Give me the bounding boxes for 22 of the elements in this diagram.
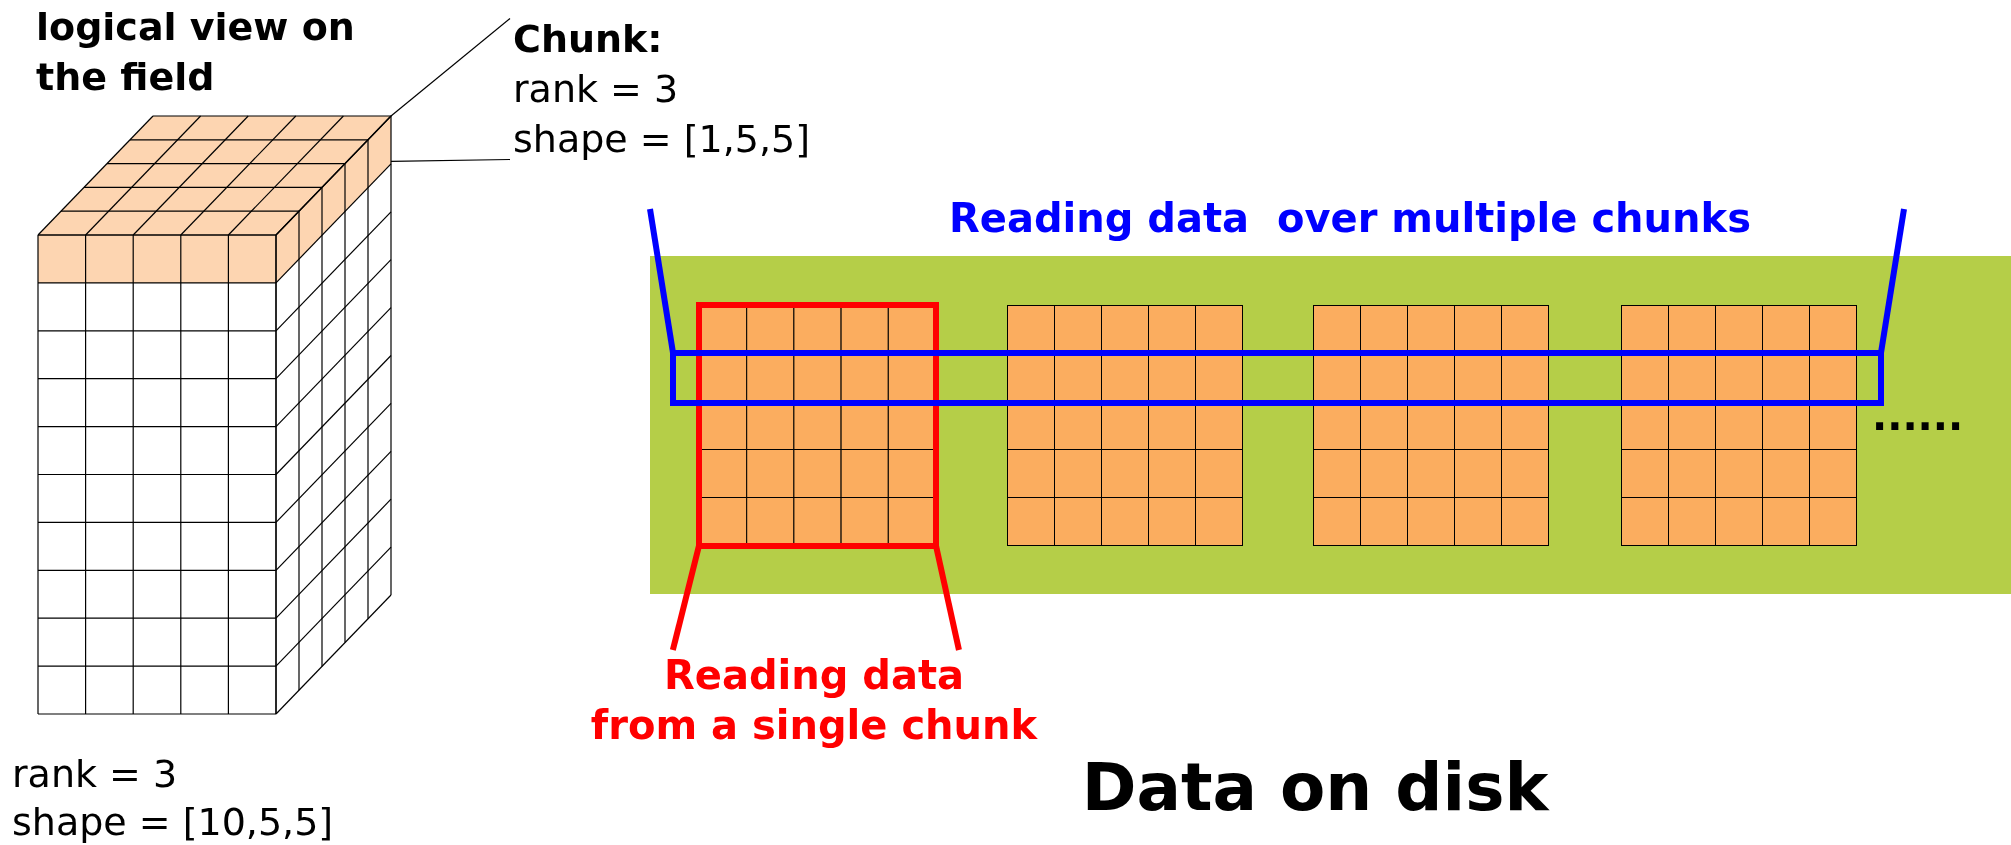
heading: Data on disk: [1080, 748, 1550, 828]
chunk-grid: [1007, 305, 1243, 546]
bracket-line: [1878, 208, 1907, 354]
selection-frame: [670, 350, 1884, 406]
cube-property: shape = [10,5,5]: [12, 799, 334, 845]
chunk-property: shape = [1,5,5]: [513, 116, 810, 163]
disk-band: [650, 256, 2011, 594]
bracket-line: [647, 208, 676, 354]
top-layer: [38, 116, 391, 283]
leader-line: [390, 158, 511, 162]
chunk-heading: Chunk:: [513, 16, 663, 63]
chunk-grid: [1313, 305, 1549, 546]
heading: logical view on the field: [36, 4, 356, 101]
chunk-property: rank = 3: [513, 66, 679, 113]
cube-property: rank = 3: [12, 751, 178, 798]
node-label: Reading data over multiple chunks: [948, 194, 1752, 243]
bracket-line: [669, 545, 702, 651]
node-label: Reading data from a single chunk: [589, 651, 1039, 750]
ellipsis: ......: [1872, 392, 1964, 440]
chunk-grid: [1621, 305, 1857, 546]
leader-line: [390, 17, 511, 117]
bracket-line: [933, 545, 962, 651]
